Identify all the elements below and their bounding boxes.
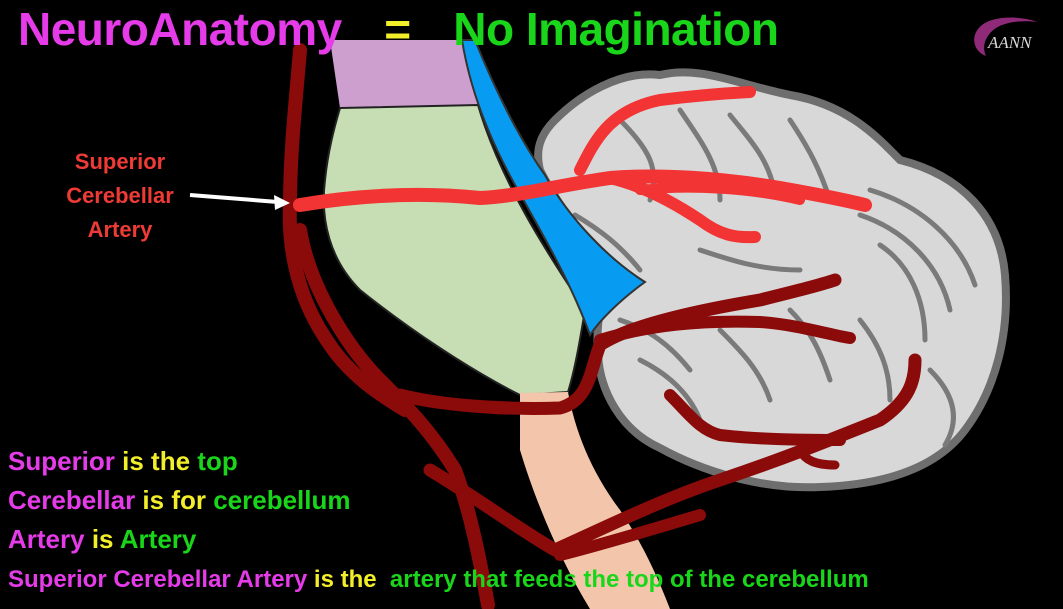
sca-branch-3 — [635, 182, 805, 205]
aica-branch — [594, 315, 856, 346]
sca-label-line3: Artery — [87, 217, 153, 242]
line2-meaning: cerebellum — [213, 485, 351, 515]
pica — [423, 353, 922, 557]
basilar-arteries — [282, 43, 922, 609]
explanation-line-1: Superior is the top — [8, 446, 238, 477]
line4-term: Superior Cerebellar Artery — [8, 566, 308, 593]
page-title: NeuroAnatomy = No Imagination — [18, 2, 779, 56]
line3-connector: is — [84, 524, 120, 554]
line4-connector: is the — [307, 566, 384, 593]
pica-branch-2 — [795, 445, 840, 470]
sca-label-line2: Cerebellar — [66, 183, 174, 208]
title-equals: = — [384, 3, 411, 55]
line4-meaning: artery that feeds the top of the cerebel… — [383, 566, 869, 593]
logo-text: AANN — [987, 33, 1033, 52]
line2-connector: is for — [135, 485, 214, 515]
midbrain — [330, 40, 478, 108]
arrow-icon — [189, 193, 290, 210]
medulla — [520, 392, 670, 609]
line3-term: Artery — [8, 524, 85, 554]
line1-connector: is the — [114, 446, 198, 476]
aann-logo-mark: AANN — [974, 17, 1038, 56]
sca-branch-1 — [574, 86, 756, 176]
explanation-line-3: Artery is Artery — [8, 524, 196, 555]
aann-logo: AANN — [966, 14, 1056, 64]
pons — [322, 103, 587, 397]
pica-branch — [664, 389, 846, 446]
explanation-line-4: Superior Cerebellar Artery is the artery… — [8, 566, 869, 594]
vertebral-artery-left — [293, 223, 495, 609]
explanation-line-2: Cerebellar is for cerebellum — [8, 485, 351, 516]
title-part1: NeuroAnatomy — [18, 3, 342, 55]
title-part2: No Imagination — [453, 3, 779, 55]
line1-term: Superior — [8, 446, 115, 476]
line3-meaning: Artery — [119, 524, 197, 554]
line2-term: Cerebellar — [8, 485, 136, 515]
line1-meaning: top — [197, 446, 238, 476]
sca-label-line1: Superior — [74, 149, 166, 174]
sca-label: Superior Cerebellar Artery — [55, 145, 185, 247]
basilar-artery — [282, 43, 412, 417]
sca-branch-2 — [604, 172, 761, 244]
cerebellar-folia — [572, 107, 978, 448]
fourth-ventricle — [460, 39, 647, 338]
superior-cerebellar-artery — [293, 86, 872, 244]
